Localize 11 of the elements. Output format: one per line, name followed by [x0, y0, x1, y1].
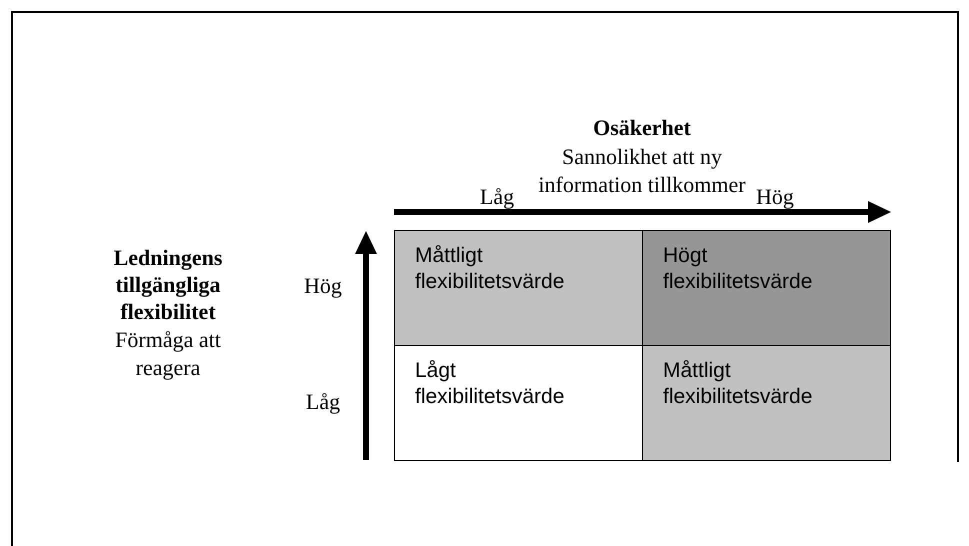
axis-title: Ledningens tillgängliga flexibilitet — [112, 244, 224, 325]
matrix-cell: Måttligt flexibilitetsvärde — [394, 230, 643, 346]
axis-title: Osäkerhet — [592, 114, 692, 142]
axis-value: Låg — [478, 183, 516, 211]
matrix-cell: Högt flexibilitetsvärde — [642, 230, 891, 346]
matrix-cell: Måttligt flexibilitetsvärde — [642, 345, 891, 461]
axis-description: Förmåga att reagera — [114, 326, 222, 382]
axis-value: Hög — [303, 272, 343, 300]
axis-value: Låg — [304, 388, 342, 416]
matrix-cell: Lågt flexibilitetsvärde — [394, 345, 643, 461]
axis-description: Sannolikhet att ny information tillkommer — [537, 143, 747, 199]
